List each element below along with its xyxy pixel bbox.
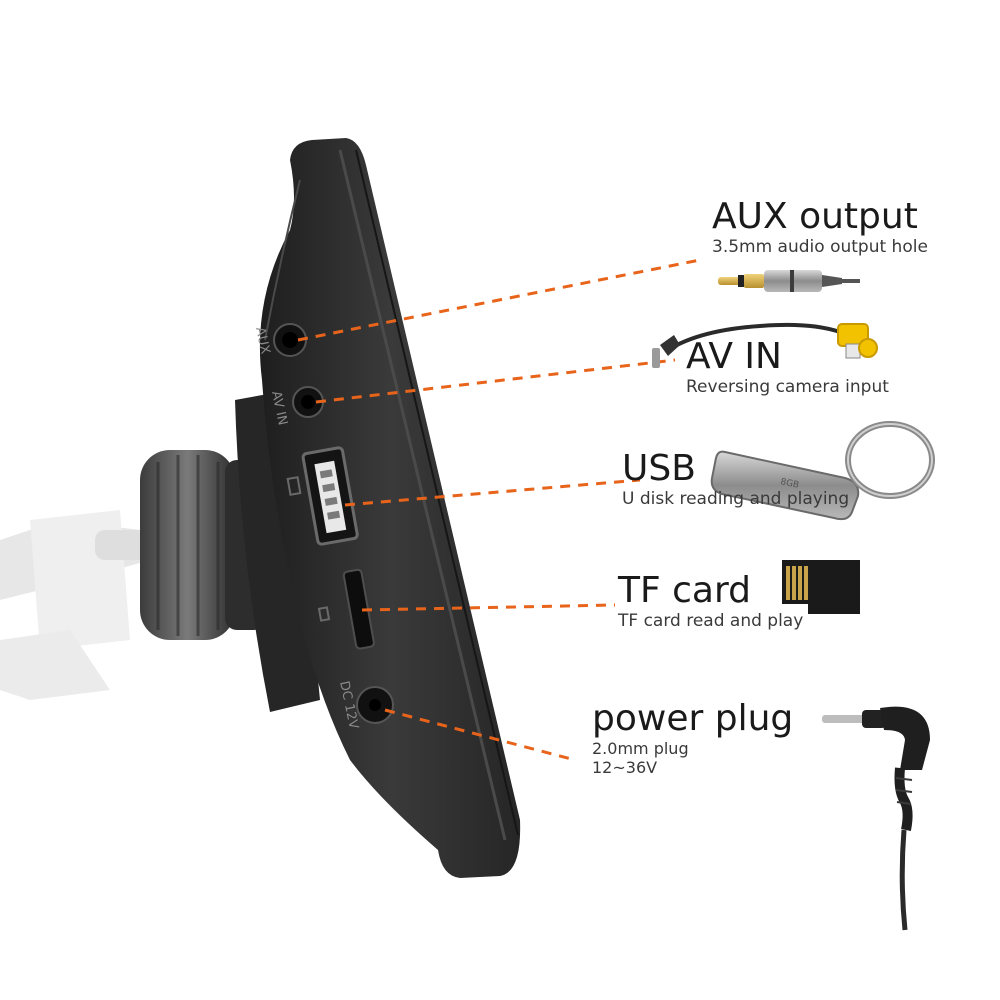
- feature-subtitle: 3.5mm audio output hole: [712, 237, 928, 257]
- feature-subtitle: 12~36V: [592, 758, 658, 777]
- feature-subtitle: TF card read and play: [618, 611, 804, 631]
- feature-subtitle: Reversing camera input: [686, 377, 889, 397]
- feature-title: AUX output: [712, 196, 918, 237]
- aux-port: [273, 323, 307, 357]
- leader-line-aux: [297, 258, 701, 342]
- rca-camera-cable-icon: [652, 322, 878, 368]
- feature-tf-card: TF card TF card read and play: [618, 570, 803, 631]
- tf-card-slot: [342, 568, 375, 650]
- mount-plate: [235, 390, 320, 712]
- usb-port: [301, 446, 359, 546]
- feature-aux: AUX output 3.5mm audio output hole: [712, 196, 928, 257]
- leader-lines: [297, 258, 701, 762]
- leader-line-tf: [361, 603, 616, 612]
- leader-line-usb: [344, 478, 641, 507]
- aux-port-label: AUX: [252, 326, 272, 356]
- aux-jack-cable-icon: [718, 270, 860, 292]
- dc-power-port: [356, 686, 394, 724]
- feature-avin: AV IN Reversing camera input: [686, 336, 889, 397]
- device-body: [259, 138, 521, 878]
- feature-title: AV IN: [686, 336, 782, 377]
- svg-text:8GB: 8GB: [779, 477, 800, 491]
- device-ports: AUX AV IN DC 12V: [252, 323, 394, 731]
- tf-symbol-icon: [317, 606, 331, 622]
- feature-usb: USB U disk reading and playing: [622, 448, 849, 509]
- power-plug-cable-icon: [822, 706, 930, 931]
- feature-title: TF card: [618, 570, 752, 611]
- leader-line-avin: [315, 358, 676, 404]
- micro-sd-card-icon: [782, 560, 860, 614]
- feature-title: power plug: [592, 698, 794, 739]
- leader-line-power: [384, 708, 576, 762]
- feature-subtitle: U disk reading and playing: [622, 489, 850, 509]
- usb-flash-drive-icon: 8GB: [710, 421, 935, 521]
- feature-power-plug: power plug 2.0mm plug 12~36V: [592, 698, 793, 777]
- feature-title: USB: [622, 448, 696, 489]
- av-in-port-label: AV IN: [268, 390, 290, 427]
- usb-symbol-icon: [286, 476, 302, 496]
- feature-subtitle: 2.0mm plug: [592, 739, 689, 758]
